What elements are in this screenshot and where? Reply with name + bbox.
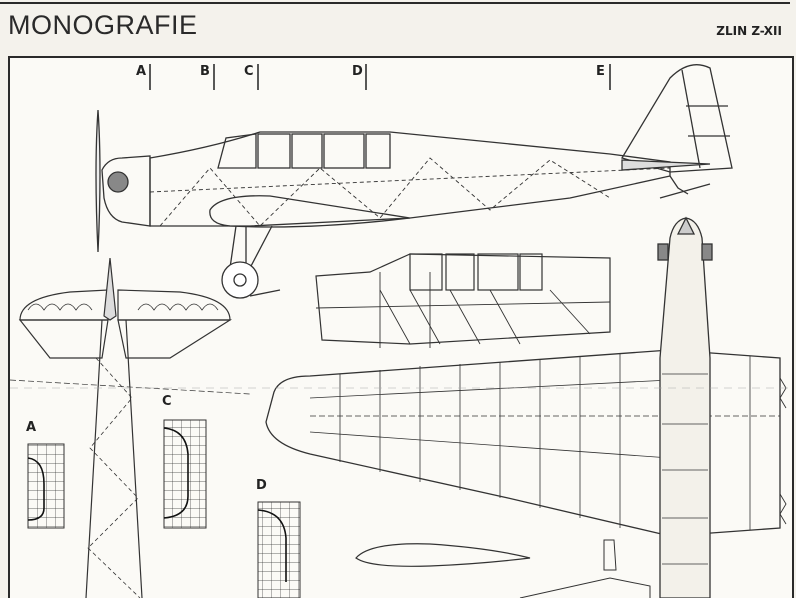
section-grid-c <box>163 419 207 529</box>
wing-root <box>209 195 411 228</box>
section-marker-lines <box>149 64 611 90</box>
fuselage-cutaway <box>315 253 611 348</box>
section-grid-a <box>27 443 65 529</box>
aircraft-name: ZLIN Z-XII <box>716 24 782 38</box>
propeller <box>95 109 101 253</box>
profile-label-a: A <box>26 420 37 435</box>
section-marker-d: D <box>352 64 363 79</box>
wheel <box>221 261 259 299</box>
side-view <box>95 64 733 299</box>
top-rule <box>0 2 790 4</box>
canopy <box>217 133 391 169</box>
fuselage <box>149 131 671 227</box>
section-marker-e: E <box>596 64 605 79</box>
landing-gear <box>229 225 273 269</box>
section-marker-a: A <box>136 64 147 79</box>
lower-structure <box>519 539 651 598</box>
section-marker-c: C <box>244 64 254 79</box>
section-marker-b: B <box>200 64 210 79</box>
section-grid-d <box>257 501 301 598</box>
wing-plan-view <box>265 216 787 598</box>
aircraft-drawing <box>10 64 792 598</box>
airfoil-profile <box>355 543 531 567</box>
drawing-sheet: A B C D E A C D <box>8 56 794 598</box>
page-title: MONOGRAFIE <box>8 10 198 40</box>
tail-fin <box>621 64 733 173</box>
profile-label-d: D <box>256 478 267 493</box>
engine-cowling <box>101 155 151 227</box>
profile-label-c: C <box>162 394 172 409</box>
front-view <box>10 257 251 598</box>
